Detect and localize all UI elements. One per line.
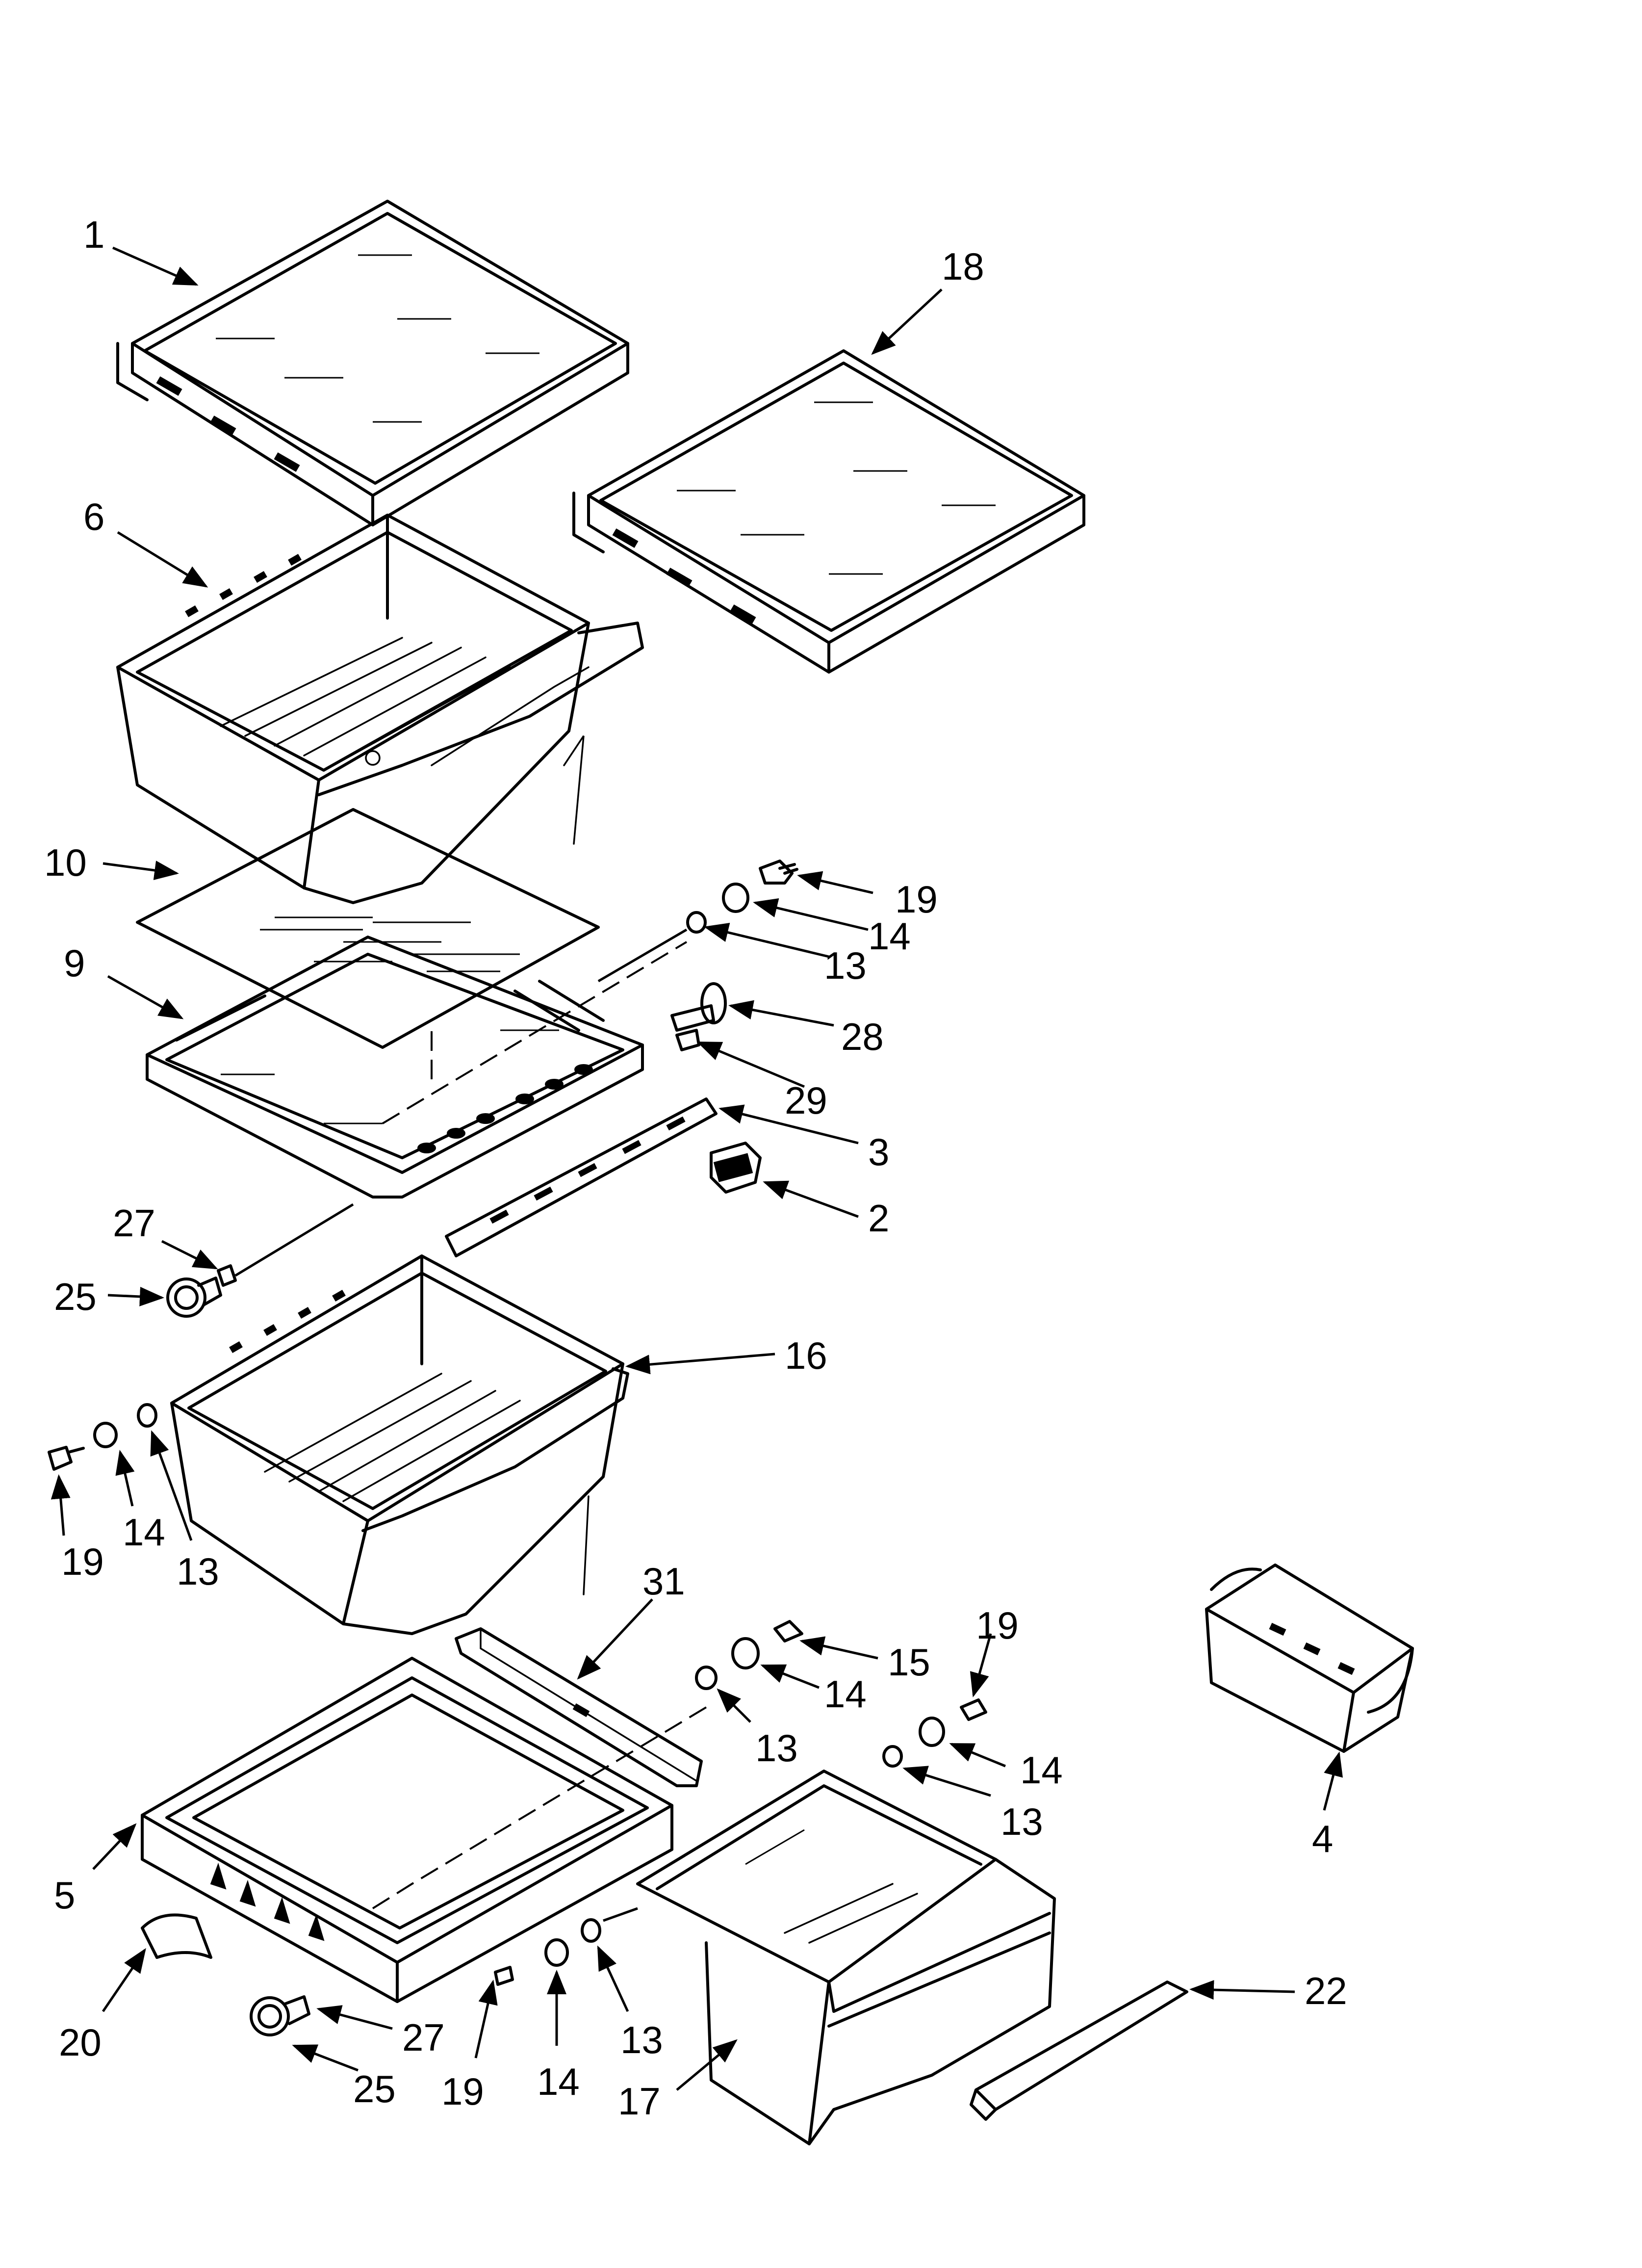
callout-15: 15 <box>888 1641 930 1684</box>
roller-upper <box>166 1203 354 1318</box>
callout-28: 28 <box>841 1015 884 1058</box>
crisper-cover-frame-part <box>146 936 688 1199</box>
callout-13b: 13 <box>177 1550 219 1593</box>
callout-leaders <box>51 246 1343 2091</box>
callout-1: 1 <box>83 213 104 256</box>
callout-25: 25 <box>54 1275 97 1318</box>
callout-labels: 1 18 6 10 9 19 14 13 28 29 3 2 27 25 16 … <box>44 213 1347 2123</box>
pan-drawer-lower-part <box>636 1770 1056 2145</box>
callout-31: 31 <box>642 1560 685 1603</box>
callout-19d: 19 <box>441 2070 484 2113</box>
glass-insert-part <box>136 808 600 1049</box>
callout-27: 27 <box>113 1201 155 1245</box>
small-bin-part <box>1205 1564 1414 1753</box>
callout-13: 13 <box>824 944 867 987</box>
callout-19c: 19 <box>976 1604 1019 1647</box>
callout-29: 29 <box>785 1079 827 1122</box>
callout-6: 6 <box>83 495 104 538</box>
rail-bracket-part <box>455 1627 703 1787</box>
cover-frame-lower-part <box>141 1657 707 2003</box>
callout-4: 4 <box>1312 1817 1333 1860</box>
callout-14c: 14 <box>824 1672 867 1716</box>
callout-13d: 13 <box>1001 1800 1043 1843</box>
shelf-upper-left-part <box>116 200 629 526</box>
callout-22: 22 <box>1305 1969 1347 2012</box>
callout-3: 3 <box>868 1130 889 1173</box>
callout-14b: 14 <box>123 1511 165 1554</box>
shelf-upper-right-part <box>572 349 1085 674</box>
callout-17: 17 <box>618 2080 661 2123</box>
callout-25b: 25 <box>353 2067 396 2111</box>
slide-rail-part <box>445 1097 718 1257</box>
callout-2: 2 <box>868 1197 889 1240</box>
cap-part <box>141 1913 212 1959</box>
hardware-lower-right <box>695 1620 987 1768</box>
crisper-pan-middle-part <box>170 1254 629 1635</box>
callout-20: 20 <box>59 2021 102 2064</box>
callout-10: 10 <box>44 841 87 884</box>
handle-part <box>970 1981 1188 2121</box>
callout-16: 16 <box>785 1334 827 1377</box>
callout-27b: 27 <box>402 2016 445 2059</box>
clip-part <box>710 1142 762 1194</box>
callout-19: 19 <box>895 878 938 921</box>
callout-14d: 14 <box>1020 1748 1063 1792</box>
callout-9: 9 <box>64 941 85 985</box>
callout-14e: 14 <box>537 2060 580 2103</box>
callout-13e: 13 <box>620 2018 663 2061</box>
callout-5: 5 <box>54 1874 75 1917</box>
crisper-pan-upper-part <box>116 514 644 904</box>
callout-19b: 19 <box>61 1540 104 1583</box>
callout-18: 18 <box>942 245 984 288</box>
hardware-middle-left <box>48 1403 157 1471</box>
hardware-upper <box>597 860 798 1051</box>
callout-14: 14 <box>868 914 911 958</box>
callout-13c: 13 <box>755 1726 798 1770</box>
